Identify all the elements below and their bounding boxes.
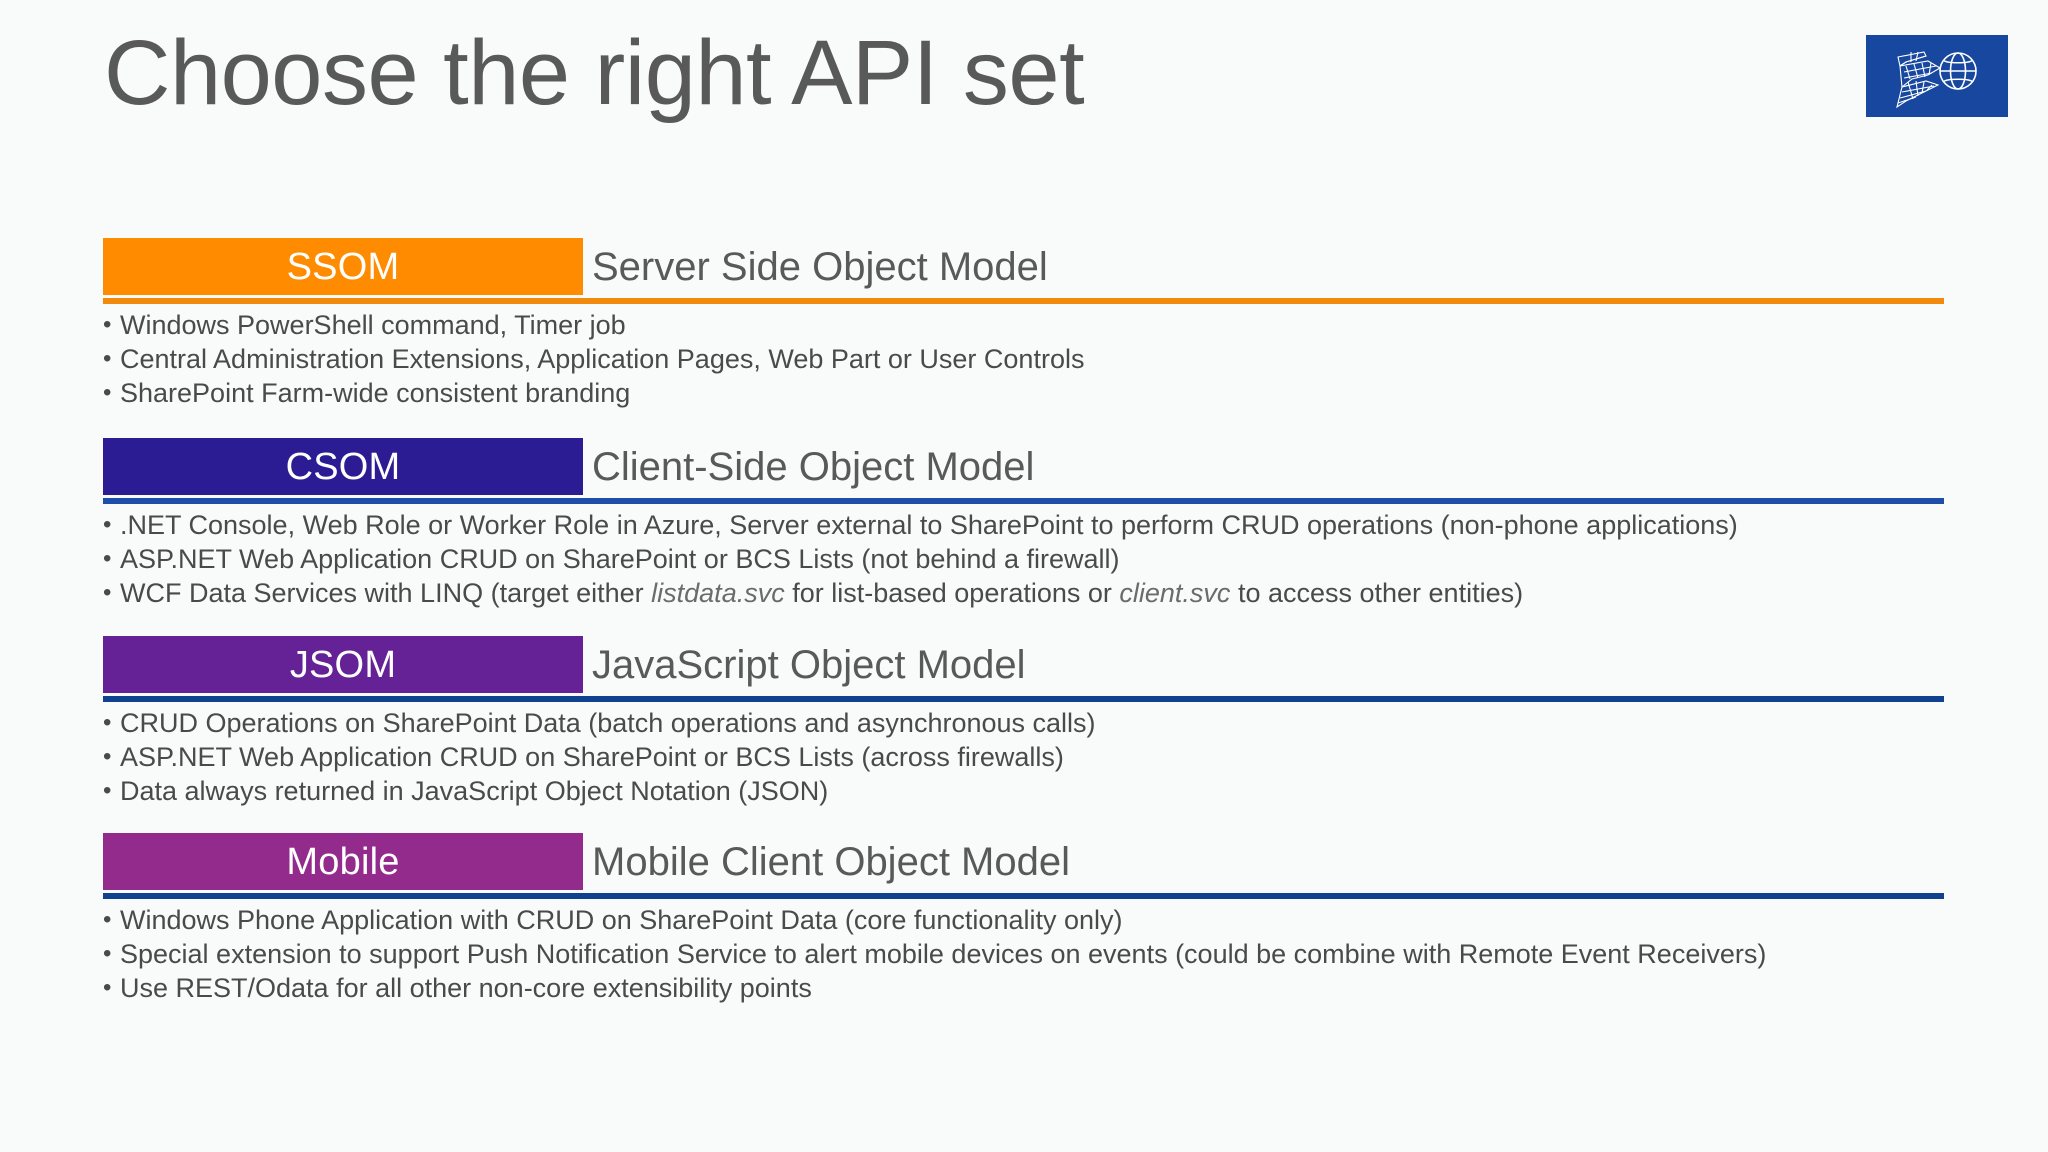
section-tag-csom[interactable]: CSOM	[103, 438, 583, 495]
bullet-dot-icon: •	[103, 906, 112, 933]
mesh-ribbon-icon	[1896, 51, 1942, 109]
section-title-ssom: Server Side Object Model	[592, 244, 1048, 289]
bullet-item: • .NET Console, Web Role or Worker Role i…	[103, 508, 2003, 542]
api-section-mobile: Mobile Mobile Client Object Model • Windo…	[0, 825, 2048, 1003]
section-bullets-csom: • .NET Console, Web Role or Worker Role i…	[103, 508, 2003, 610]
bullet-text: CRUD Operations on SharePoint Data (batc…	[120, 708, 1096, 738]
bullet-item: • ASP.NET Web Application CRUD on SharePo…	[103, 542, 2003, 576]
bullet-dot-icon: •	[103, 345, 112, 372]
bullet-dot-icon: •	[103, 974, 112, 1001]
bullet-text: ASP.NET Web Application CRUD on SharePoi…	[120, 742, 1064, 772]
bullet-item: • SharePoint Farm-wide consistent brandin…	[103, 376, 2003, 410]
api-section-ssom: SSOM Server Side Object Model • Windows P…	[0, 230, 2048, 408]
section-bullets-jsom: • CRUD Operations on SharePoint Data (bat…	[103, 706, 2003, 808]
bullet-text: .NET Console, Web Role or Worker Role in…	[120, 510, 1738, 540]
section-bullets-ssom: • Windows PowerShell command, Timer job • C…	[103, 308, 2003, 410]
bullet-item: • Data always returned in JavaScript Obje…	[103, 774, 2003, 808]
section-band: CSOM Client-Side Object Model	[0, 430, 2048, 504]
bullet-emphasis: client.svc	[1119, 578, 1231, 608]
bullet-dot-icon: •	[103, 579, 112, 606]
section-title-mobile: Mobile Client Object Model	[592, 839, 1070, 884]
bullet-text: Windows PowerShell command, Timer job	[120, 310, 626, 340]
bullet-dot-icon: •	[103, 940, 112, 967]
bullet-emphasis: listdata.svc	[651, 578, 785, 608]
section-tag-jsom[interactable]: JSOM	[103, 636, 583, 693]
page-title: Choose the right API set	[104, 22, 1085, 124]
bullet-text: Data always returned in JavaScript Objec…	[120, 776, 829, 806]
bullet-item: • Use REST/Odata for all other non-core e…	[103, 971, 2003, 1005]
section-rule-mobile	[103, 893, 1944, 899]
section-band: JSOM JavaScript Object Model	[0, 628, 2048, 702]
api-section-csom: CSOM Client-Side Object Model • .NET Cons…	[0, 430, 2048, 608]
bullet-text: Windows Phone Application with CRUD on S…	[120, 905, 1123, 935]
bullet-item: • CRUD Operations on SharePoint Data (bat…	[103, 706, 2003, 740]
bullet-text: Special extension to support Push Notifi…	[120, 939, 1767, 969]
bullet-text: Use REST/Odata for all other non-core ex…	[120, 973, 812, 1003]
bullet-dot-icon: •	[103, 743, 112, 770]
section-rule-csom	[103, 498, 1944, 504]
api-section-jsom: JSOM JavaScript Object Model • CRUD Opera…	[0, 628, 2048, 806]
globe-icon	[1939, 52, 1977, 90]
section-bullets-mobile: • Windows Phone Application with CRUD on …	[103, 903, 2003, 1005]
bullet-dot-icon: •	[103, 311, 112, 338]
bullet-dot-icon: •	[103, 511, 112, 538]
section-tag-mobile[interactable]: Mobile	[103, 833, 583, 890]
bullet-text: WCF Data Services with LINQ (target eith…	[120, 578, 1524, 608]
section-title-jsom: JavaScript Object Model	[592, 642, 1026, 687]
bullet-text: ASP.NET Web Application CRUD on SharePoi…	[120, 544, 1120, 574]
section-band: Mobile Mobile Client Object Model	[0, 825, 2048, 899]
sharepoint-server-logo	[1866, 35, 2008, 117]
bullet-text: Central Administration Extensions, Appli…	[120, 344, 1085, 374]
bullet-item: • Windows Phone Application with CRUD on …	[103, 903, 2003, 937]
section-band: SSOM Server Side Object Model	[0, 230, 2048, 304]
bullet-item: • WCF Data Services with LINQ (target eit…	[103, 576, 2003, 610]
bullet-item: • Special extension to support Push Notif…	[103, 937, 2003, 971]
bullet-dot-icon: •	[103, 545, 112, 572]
section-title-csom: Client-Side Object Model	[592, 444, 1035, 489]
bullet-dot-icon: •	[103, 777, 112, 804]
bullet-item: • Windows PowerShell command, Timer job	[103, 308, 2003, 342]
bullet-dot-icon: •	[103, 379, 112, 406]
section-rule-ssom	[103, 298, 1944, 304]
bullet-text: SharePoint Farm-wide consistent branding	[120, 378, 631, 408]
bullet-item: • Central Administration Extensions, Appl…	[103, 342, 2003, 376]
section-tag-ssom[interactable]: SSOM	[103, 238, 583, 295]
bullet-dot-icon: •	[103, 709, 112, 736]
bullet-item: • ASP.NET Web Application CRUD on SharePo…	[103, 740, 2003, 774]
section-rule-jsom	[103, 696, 1944, 702]
